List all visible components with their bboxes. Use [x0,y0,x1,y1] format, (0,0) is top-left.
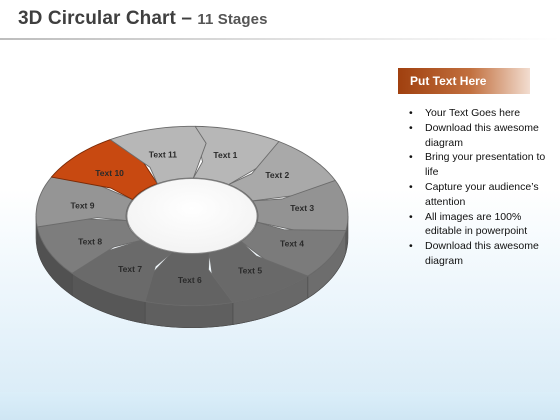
bullet-item: Download this awesome diagram [408,121,554,151]
bullet-item: Capture your audience’s attention [408,180,554,210]
panel-header: Put Text Here [398,68,530,94]
bullet-list: Your Text Goes here Download this awesom… [408,106,554,269]
stage-label: Text 4 [280,239,304,249]
stage-label: Text 2 [265,170,289,180]
title-main: 3D Circular Chart [18,8,176,29]
stage-label: Text 9 [71,201,95,211]
panel-header-label: Put Text Here [410,74,487,88]
stage-label: Text 6 [178,275,202,285]
stage-segment [109,125,207,185]
stage-label: Text 7 [118,264,142,274]
ring-segments [35,125,349,307]
stage-label: Text 3 [290,203,314,213]
slide-title: 3D Circular Chart – 11 Stages [18,8,268,30]
ring-labels: Text 1 Text 2 Text 3 Text 4 Text 5 Text 6 Text… [71,149,315,284]
stage-label: Text 1 [213,150,237,160]
title-sub: 11 Stages [197,11,268,28]
bullet-item: Bring your presentation to life [408,150,554,180]
footer-band [0,392,560,420]
stage-label: Text 11 [149,149,177,159]
title-divider [0,38,560,40]
bullet-item: Your Text Goes here [408,106,554,121]
bullet-item: All images are 100% editable in powerpoi… [408,210,554,240]
stage-label: Text 8 [78,236,102,246]
ring-center-hole [126,178,258,254]
bullet-item: Download this awesome diagram [408,239,554,269]
stage-label: Text 10 [95,168,124,178]
stage-label: Text 5 [238,265,262,275]
title-dash: – [175,8,198,29]
